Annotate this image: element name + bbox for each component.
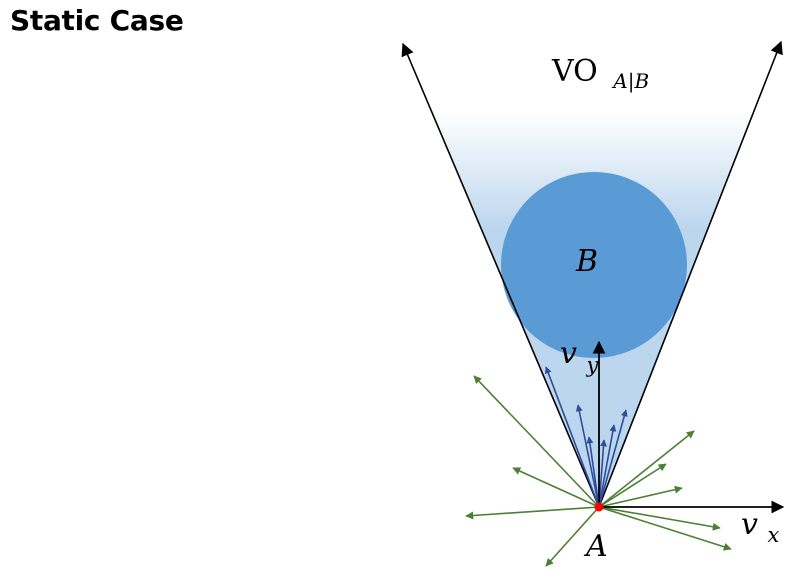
obstacle-b-circle (501, 172, 687, 358)
vo-label-sub: A|B (611, 69, 649, 94)
agent-a-dot (594, 502, 604, 512)
green-velocity-arrow (545, 506, 600, 567)
obstacle-label: B (575, 244, 598, 279)
green-velocity-arrow (598, 485, 683, 508)
green-velocity-arrow (598, 463, 667, 508)
vy-axis-label-sub: y (586, 353, 600, 377)
vx-axis-label: v x (741, 507, 780, 547)
agent-label: A (583, 529, 608, 564)
green-velocity-arrow (465, 506, 600, 520)
blue-velocity-arrow (544, 366, 600, 508)
blue-velocity-arrow (598, 424, 617, 508)
blue-velocity-arrow (575, 404, 600, 508)
green-velocity-arrow (598, 430, 695, 508)
green-velocity-arrow (512, 467, 600, 508)
vy-axis-label: v y (560, 336, 600, 377)
blue-velocity-arrows (544, 366, 628, 508)
vy-axis-label-main: v (560, 336, 577, 371)
vo-label: VO A|B (551, 54, 649, 94)
vo-label-main: VO (551, 54, 598, 89)
vx-axis-label-sub: x (768, 523, 780, 547)
green-velocity-arrows (465, 375, 732, 567)
blue-velocity-arrow (598, 409, 628, 508)
vx-axis-label-main: v (741, 507, 758, 542)
green-velocity-arrow (598, 506, 732, 551)
cone-left-boundary-arrow (401, 42, 600, 508)
cone-right-boundary-arrow (598, 40, 783, 508)
green-velocity-arrow (598, 506, 721, 531)
blue-velocity-arrow (586, 436, 600, 508)
green-velocity-arrow (473, 375, 600, 508)
page-title: Static Case (10, 4, 184, 37)
